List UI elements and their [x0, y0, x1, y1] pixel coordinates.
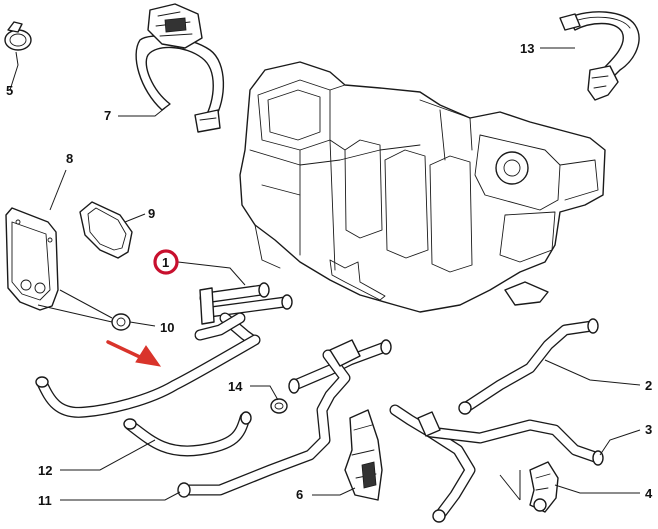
leader-8-10 — [37, 289, 113, 323]
red-arrow-indicator — [106, 340, 162, 367]
part-3-hose — [389, 404, 604, 523]
callout-11: 11 — [38, 493, 52, 508]
callout-8: 8 — [66, 151, 73, 166]
part-9-gasket — [79, 201, 133, 259]
part-7-band-clamp — [135, 3, 225, 133]
callout-6: 6 — [296, 487, 303, 502]
part-14-clip — [270, 398, 288, 414]
callout-5: 5 — [6, 83, 13, 98]
callout-14: 14 — [228, 379, 243, 394]
callout-9: 9 — [148, 206, 155, 221]
callout-7: 7 — [104, 108, 111, 123]
central-t-hose — [177, 339, 392, 498]
callout-13: 13 — [520, 41, 534, 56]
part-8-gasket — [5, 207, 59, 311]
leader-lines — [9, 47, 641, 501]
part-10-grommet — [111, 313, 131, 331]
part-13-clamp — [559, 11, 640, 101]
part-1-hose-assembly — [194, 282, 293, 346]
callout-10: 10 — [160, 320, 174, 335]
part-2-hose — [458, 318, 599, 415]
long-lower-hose — [35, 334, 261, 418]
callout-4: 4 — [645, 486, 653, 501]
callout-12: 12 — [38, 463, 52, 478]
callout-2: 2 — [645, 378, 652, 393]
callout-3: 3 — [645, 422, 652, 437]
highlight-circle — [153, 249, 179, 275]
part-4-bracket — [529, 461, 559, 513]
part-12-hose — [123, 411, 252, 457]
part-6-bracket — [344, 409, 383, 501]
heater-unit-housing — [239, 61, 606, 313]
part-5-hose-clip — [4, 21, 32, 51]
callout-1: 1 — [162, 255, 169, 270]
